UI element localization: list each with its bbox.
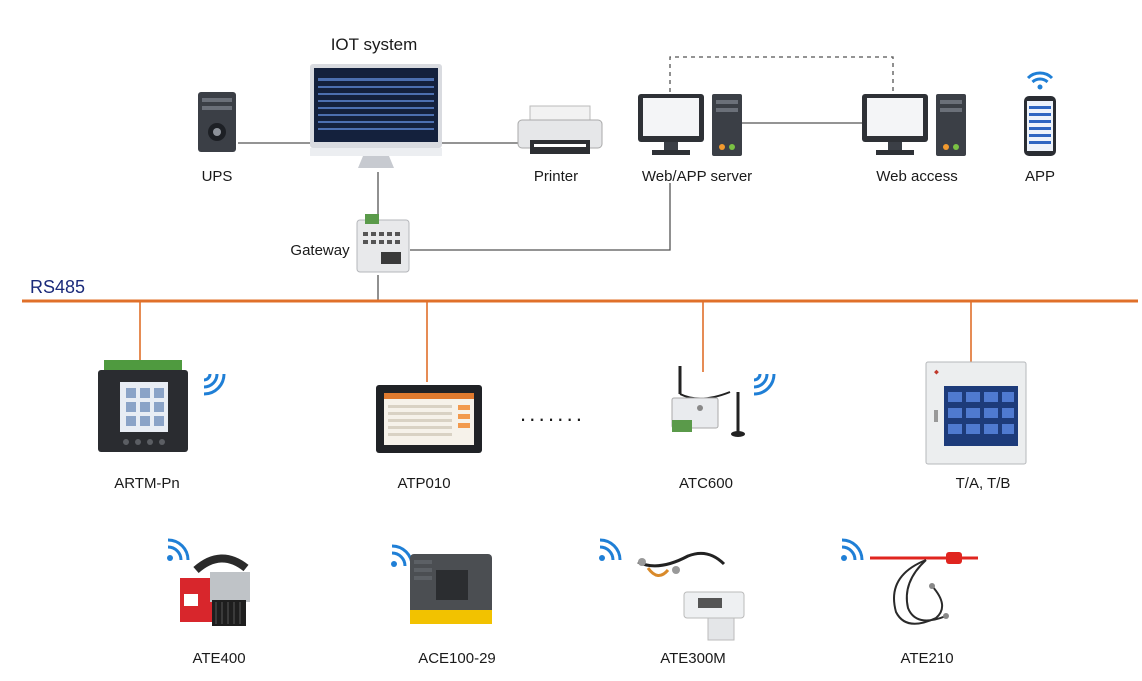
wireless-icon xyxy=(599,538,622,561)
wireless-icon xyxy=(753,373,776,396)
gateway-label: Gateway xyxy=(290,242,350,259)
atp010-device-icon xyxy=(376,385,482,453)
printer-icon xyxy=(517,105,603,154)
ate400-label: ATE400 xyxy=(192,650,246,667)
ace100-29-label: ACE100-29 xyxy=(418,650,496,667)
atp010-label: ATP010 xyxy=(397,475,451,492)
ate300m-sensor-icon xyxy=(637,551,745,641)
app-label: APP xyxy=(1024,168,1056,185)
ups-icon xyxy=(198,92,236,152)
wireless-icon xyxy=(167,538,190,561)
iot-monitor-icon xyxy=(310,64,442,168)
atc600-label: ATC600 xyxy=(679,475,733,492)
web-app-server-icon xyxy=(638,94,742,156)
ate210-sensor-icon xyxy=(870,552,978,625)
printer-label: Printer xyxy=(533,168,579,185)
ate300m-label: ATE300M xyxy=(660,650,726,667)
artm-pn-label: ARTM-Pn xyxy=(114,475,180,492)
app-phone-icon xyxy=(1024,71,1056,156)
web-app-server-label: Web/APP server xyxy=(641,168,753,185)
artm-pn-device-icon xyxy=(98,360,188,452)
iot-system-label: IOT system xyxy=(330,35,418,54)
gateway-icon xyxy=(356,214,410,273)
ate210-label: ATE210 xyxy=(900,650,954,667)
ups-label: UPS xyxy=(201,168,233,185)
wireless-icon xyxy=(203,373,226,396)
atc600-device-icon xyxy=(671,366,745,437)
ta-tb-label: T/A, T/B xyxy=(955,475,1011,492)
rs485-bus-label: RS485 xyxy=(30,277,86,297)
ate400-sensor-icon xyxy=(180,554,250,626)
ace100-29-sensor-icon xyxy=(410,554,492,624)
more-devices-ellipsis: ······· xyxy=(519,406,585,431)
svg-text:⬥: ⬥ xyxy=(934,369,939,376)
web-access-label: Web access xyxy=(876,168,958,185)
wireless-icon xyxy=(841,538,864,561)
ta-tb-cabinet-icon: ⬥ xyxy=(925,361,1027,465)
web-access-icon xyxy=(862,94,966,156)
